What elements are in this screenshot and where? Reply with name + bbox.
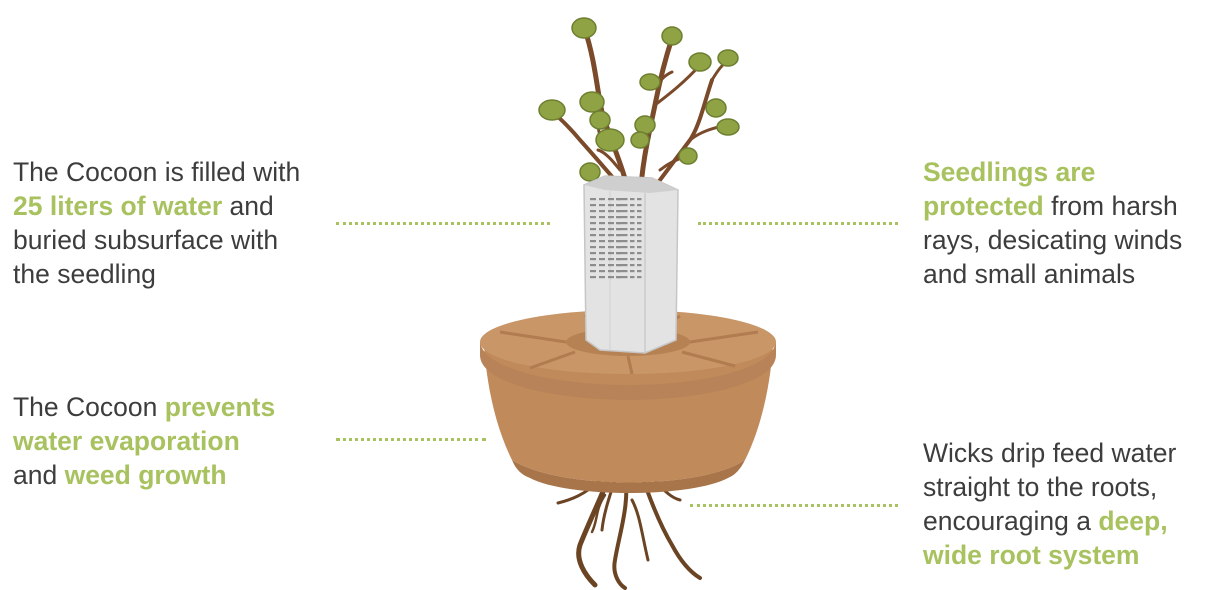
callout-line: wide root system [923, 538, 1176, 572]
highlight-text: deep, [1098, 506, 1167, 536]
callout-line: Wicks drip feed water [923, 436, 1176, 470]
callout-line: water evaporation [13, 424, 275, 458]
highlight-text: weed growth [65, 460, 227, 490]
callout-line: protected from harsh [923, 189, 1182, 223]
body-text: and [222, 191, 274, 221]
highlight-text: water evaporation [13, 426, 240, 456]
connector-top-left [336, 222, 550, 225]
body-text: rays, desicating winds [923, 225, 1182, 255]
body-text: and [13, 460, 65, 490]
callout-line: buried subsurface with [13, 223, 300, 257]
body-text: and small animals [923, 259, 1135, 289]
body-text: The Cocoon [13, 392, 165, 422]
callout-line: the seedling [13, 257, 300, 291]
connector-bottom-left [336, 438, 486, 441]
highlight-text: 25 liters of water [13, 191, 222, 221]
highlight-text: wide root system [923, 540, 1139, 570]
connector-bottom-right [690, 504, 898, 507]
highlight-text: Seedlings are [923, 157, 1095, 187]
callout-line: and weed growth [13, 458, 275, 492]
callout-line: 25 liters of water and [13, 189, 300, 223]
callout-line: The Cocoon prevents [13, 390, 275, 424]
highlight-text: protected [923, 191, 1044, 221]
connector-top-right [698, 222, 898, 225]
callout-line: rays, desicating winds [923, 223, 1182, 257]
body-text: buried subsurface with [13, 225, 278, 255]
body-text: The Cocoon is filled with [13, 157, 300, 187]
callout-wicks-roots: Wicks drip feed water straight to the roo… [923, 436, 1176, 572]
seedling [539, 18, 739, 200]
callout-line: and small animals [923, 257, 1182, 291]
callout-line: straight to the roots, [923, 470, 1176, 504]
body-text: straight to the roots, [923, 472, 1157, 502]
body-text: from harsh [1044, 191, 1178, 221]
body-text: Wicks drip feed water [923, 438, 1176, 468]
body-text: encouraging a [923, 506, 1098, 536]
highlight-text: prevents [165, 392, 275, 422]
body-text: the seedling [13, 259, 156, 289]
callout-line: Seedlings are [923, 155, 1182, 189]
callout-line: encouraging a deep, [923, 504, 1176, 538]
callout-line: The Cocoon is filled with [13, 155, 300, 189]
seedling-sleeve [584, 176, 678, 353]
